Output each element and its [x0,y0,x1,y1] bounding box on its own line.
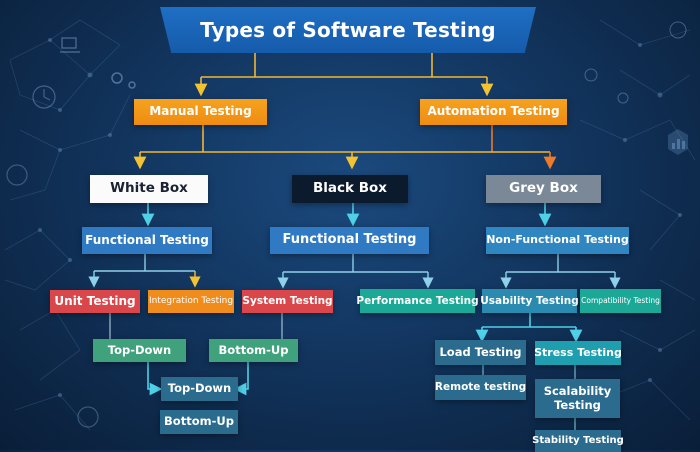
node-non-functional-testing: Non-Functional Testing [486,227,629,254]
node-integration-testing: Integration Testing [148,290,234,313]
node-bottom-up-merged: Bottom-Up [160,410,238,434]
node-functional-testing-white: Functional Testing [82,227,212,254]
node-compatibility-testing: Compatibility Testing [580,289,661,313]
gauge-icon [6,164,99,428]
node-stability-testing: Stability Testing [532,430,624,452]
node-white-box: White Box [90,175,208,203]
node-black-box: Black Box [292,175,408,203]
network-node-icon [584,21,687,104]
gear-icon [111,72,136,89]
node-stress-testing: Stress Testing [534,341,622,365]
node-grey-box: Grey Box [486,175,601,203]
node-scalability-testing: Scalability Testing [535,379,620,418]
node-remote-testing: Remote testing [435,375,526,400]
node-performance-testing: Performance Testing [356,289,479,313]
monitor-icon [60,37,80,53]
node-top-down: Top-Down [93,339,186,362]
chart-icon [668,129,688,155]
connector [147,362,163,396]
node-manual-testing: Manual Testing [134,99,267,125]
node-functional-testing-black: Functional Testing [270,227,429,254]
clock-icon [32,85,56,109]
connector [233,362,249,396]
node-top-down-merged: Top-Down [161,377,238,401]
node-bottom-up: Bottom-Up [209,339,298,362]
node-unit-testing: Unit Testing [50,290,140,313]
node-automation-testing: Automation Testing [420,99,567,125]
diagram-title: Types of Software Testing [160,7,536,53]
node-load-testing: Load Testing [435,340,526,365]
node-system-testing: System Testing [242,290,333,313]
node-usability-testing: Usability Testing [480,289,579,313]
